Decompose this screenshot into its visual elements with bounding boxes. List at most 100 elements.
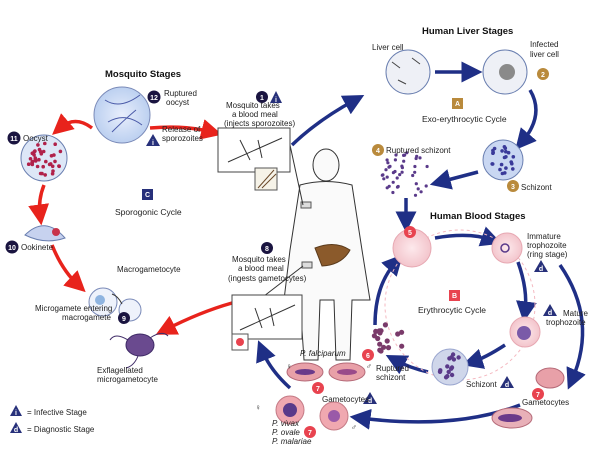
- parasite-dot: [381, 173, 385, 177]
- badge-6: 6: [362, 349, 374, 361]
- label-ruptured-schizont-liver: Ruptured schizont: [386, 146, 451, 155]
- label-meal1-1: Mosquito takes: [226, 101, 280, 110]
- label-exflag-2: microgametocyte: [97, 375, 158, 384]
- svg-text:C: C: [145, 192, 150, 199]
- svg-text:11: 11: [10, 136, 18, 143]
- arrow-ookinete-to-macro: [50, 244, 86, 293]
- legend-infective: i = Infective Stage: [10, 405, 87, 417]
- parasite-dot: [424, 184, 428, 188]
- parasite-dot: [385, 158, 389, 162]
- parasite-dot: [504, 155, 508, 159]
- svg-text:6: 6: [366, 353, 370, 360]
- badge-12: 12: [147, 90, 161, 104]
- parasite-dot: [499, 162, 504, 167]
- parasite-dot: [451, 357, 457, 362]
- male-symbol-bottom: ♂: [351, 423, 357, 432]
- label-immature-2: trophozoite: [527, 241, 567, 250]
- exflagellated-microgametocyte: [109, 332, 169, 369]
- parasite-dot: [413, 193, 418, 197]
- parasite-dot: [373, 328, 379, 334]
- parasite-dot: [382, 177, 386, 181]
- parasite-dot: [395, 176, 399, 180]
- parasite-dot: [43, 173, 47, 177]
- label-infected-2: liver cell: [530, 50, 559, 59]
- badge-5: 5: [404, 226, 416, 238]
- parasite-dot: [384, 168, 388, 172]
- parasite-dot: [51, 169, 55, 173]
- label-microgamete-1: Microgamete entering: [35, 304, 112, 313]
- svg-text:5: 5: [408, 230, 412, 237]
- svg-text:7: 7: [308, 430, 312, 437]
- svg-text:B: B: [452, 293, 457, 300]
- arrow-immature-to-mature: [516, 261, 537, 323]
- svg-text:8: 8: [265, 246, 269, 253]
- label-p-ovale: P. ovale: [272, 428, 300, 437]
- parasite-dot: [399, 343, 405, 349]
- parasite-dot: [377, 330, 383, 336]
- parasite-dot: [504, 149, 508, 154]
- red-arrows: [28, 113, 233, 335]
- label-macrogametocyte: Macrogametocyte: [117, 265, 181, 274]
- parasite-dot: [450, 352, 456, 357]
- badge-4: 4: [372, 144, 384, 156]
- arrow-infected-to-schizont: [515, 89, 538, 150]
- parasite-dot: [498, 167, 502, 172]
- badge-7-left-top: 7: [312, 382, 324, 394]
- infected-liver-cell: [482, 49, 528, 95]
- label-ruptured-schizont-blood-1: Ruptured: [376, 364, 409, 373]
- parasite-dot: [398, 173, 402, 177]
- ruptured-blood-schizont-dots: [371, 322, 405, 354]
- parasite-dot: [449, 365, 455, 370]
- mature-trophozoite-cell: [509, 316, 541, 348]
- svg-text:= Diagnostic Stage: = Diagnostic Stage: [27, 425, 95, 434]
- erythrocytic-ring: [384, 229, 536, 381]
- arrow-schizont-to-ruptured: [429, 169, 479, 190]
- parasite-dot: [506, 150, 511, 155]
- human-liver: [314, 244, 351, 267]
- parasite-dot: [502, 145, 507, 149]
- arrow-schizont-to-ruptured-blood: [385, 355, 429, 375]
- arrow-right-side-to-gametocytes: [558, 264, 586, 390]
- svg-text:d: d: [368, 398, 372, 405]
- parasite-dot: [402, 159, 406, 163]
- parasite-dot: [500, 171, 505, 176]
- label-gametocytes-right: Gametocytes: [522, 398, 569, 407]
- label-ruptured-oocyst-1: Ruptured: [164, 89, 197, 98]
- parasite-dot: [52, 153, 56, 157]
- badge-9: 9: [118, 312, 130, 324]
- badge-7-left-bottom: 7: [304, 426, 316, 438]
- macrogametocyte-cell: [88, 287, 118, 317]
- parasite-dot: [387, 184, 391, 188]
- parasite-dot: [387, 165, 391, 169]
- svg-text:3: 3: [511, 184, 515, 191]
- badge-d-immature: d: [534, 260, 548, 273]
- parasite-dot: [50, 171, 55, 176]
- label-immature-1: Immature: [527, 232, 561, 241]
- svg-text:d: d: [14, 427, 18, 434]
- svg-text:= Infective Stage: = Infective Stage: [27, 408, 87, 417]
- svg-text:d: d: [505, 382, 509, 389]
- legend-diagnostic: d = Diagnostic Stage: [10, 422, 95, 434]
- oocyst-dots: [26, 141, 63, 177]
- parasite-dot: [419, 190, 423, 194]
- header-blood-stages: Human Blood Stages: [430, 211, 526, 222]
- parasite-dot: [57, 164, 61, 169]
- label-ruptured-oocyst-2: oocyst: [166, 98, 190, 107]
- parasite-dot: [446, 369, 451, 375]
- cycle-exo: Exo-erythrocytic Cycle: [422, 114, 507, 124]
- parasite-dot: [511, 167, 515, 171]
- label-release-1: Release of: [162, 125, 201, 134]
- arrow-meal1-to-liver: [290, 95, 365, 147]
- parasite-dot: [393, 169, 397, 174]
- svg-text:1: 1: [260, 95, 264, 102]
- label-mature-2: trophozoite: [546, 318, 586, 327]
- label-schizont-blood: Schizont: [466, 380, 497, 389]
- label-immature-3: (ring stage): [527, 250, 568, 259]
- parasite-dot: [382, 322, 388, 328]
- human-body: [283, 181, 371, 361]
- badge-C: C: [142, 189, 153, 200]
- parasite-dot: [391, 190, 395, 195]
- parasite-dot: [53, 159, 57, 164]
- svg-text:i: i: [275, 97, 277, 104]
